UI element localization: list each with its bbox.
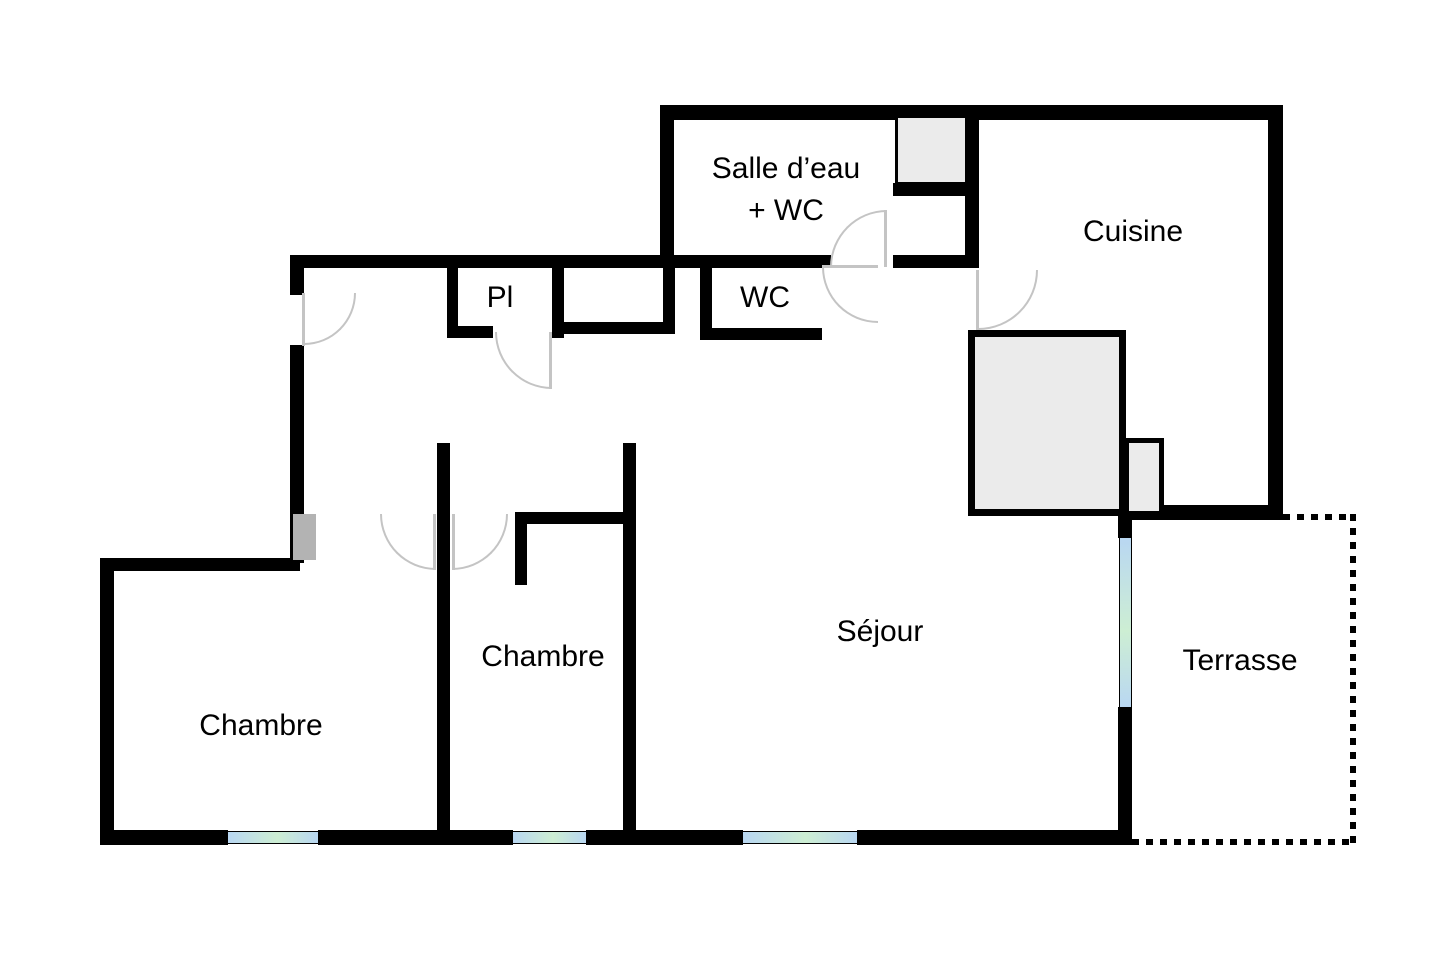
door-arc-entrance xyxy=(304,293,356,345)
room-label-salle-eau: Salle d’eau + WC xyxy=(712,148,860,232)
window-chambre-small xyxy=(513,831,586,844)
wall-left-stub xyxy=(290,255,304,295)
room-label-sejour: Séjour xyxy=(836,615,924,648)
door-leaf-cuisine xyxy=(976,270,979,330)
room-label-terrasse: Terrasse xyxy=(1182,644,1298,677)
door-arc-cuisine xyxy=(978,270,1038,330)
door-arc-placard xyxy=(495,332,552,389)
room-label-salle-eau-line1: Salle d’eau xyxy=(711,152,861,185)
door-leaf-placard xyxy=(549,332,552,389)
wall-closet-bottom xyxy=(552,322,675,334)
wall-placard-left xyxy=(447,268,458,338)
terrace-boundary-bottom xyxy=(1132,839,1356,845)
duct-shaft xyxy=(293,514,316,560)
room-label-placard: Pl xyxy=(486,281,514,314)
wall-bottom-2 xyxy=(318,830,513,845)
shower-tray xyxy=(895,115,968,185)
wall-shower-bottom xyxy=(893,183,979,196)
door-leaf-chambre-large xyxy=(433,514,436,570)
door-leaf-chambre-small xyxy=(452,514,455,570)
wall-placard-right xyxy=(552,268,564,338)
door-arc-chambre-large xyxy=(380,514,436,570)
door-leaf-wc xyxy=(822,265,878,268)
terrace-boundary-top xyxy=(1283,514,1356,520)
window-sejour-south xyxy=(743,831,857,844)
wall-bottom-4 xyxy=(857,830,1132,845)
wall-corridor-top xyxy=(290,255,674,268)
window-chambre-large xyxy=(228,831,318,844)
door-leaf-salle-eau xyxy=(884,210,887,267)
wall-wc-bottom xyxy=(700,328,822,340)
wall-placard-bottom xyxy=(447,326,493,338)
door-arc-wc xyxy=(822,267,878,323)
door-leaf-entrance xyxy=(302,293,305,346)
wall-left-lower xyxy=(290,345,304,563)
room-label-cuisine: Cuisine xyxy=(1082,215,1184,248)
wall-salle-bottom-right xyxy=(893,255,978,268)
kitchen-counter-large xyxy=(968,330,1126,516)
wall-bottom-3 xyxy=(586,830,743,845)
wall-closet-right xyxy=(663,268,675,334)
door-arc-chambre-small xyxy=(452,514,508,570)
room-label-chambre-large: Chambre xyxy=(199,709,323,742)
kitchen-counter-small xyxy=(1124,438,1164,516)
wall-chambre1-left xyxy=(100,558,114,845)
terrace-boundary-right xyxy=(1350,514,1356,845)
wall-wc-left xyxy=(700,268,712,340)
room-label-salle-eau-line2: + WC xyxy=(748,194,824,227)
wall-chambre2-top xyxy=(515,512,636,524)
wall-salle-bottom-left xyxy=(660,255,831,268)
wall-chambre1-top xyxy=(100,558,300,571)
wall-bottom-1 xyxy=(100,830,228,845)
wall-chambre2-stub xyxy=(515,512,527,585)
wall-sejour-right-bottom xyxy=(1118,707,1132,845)
window-sejour-terrasse xyxy=(1119,538,1132,707)
wall-salle-left xyxy=(660,105,674,268)
room-label-chambre-small: Chambre xyxy=(481,640,605,673)
room-label-wc: WC xyxy=(740,281,790,314)
wall-right-upper xyxy=(1268,105,1283,520)
wall-chambre-divider-right xyxy=(623,443,636,845)
wall-chambre-divider-left xyxy=(437,443,450,845)
